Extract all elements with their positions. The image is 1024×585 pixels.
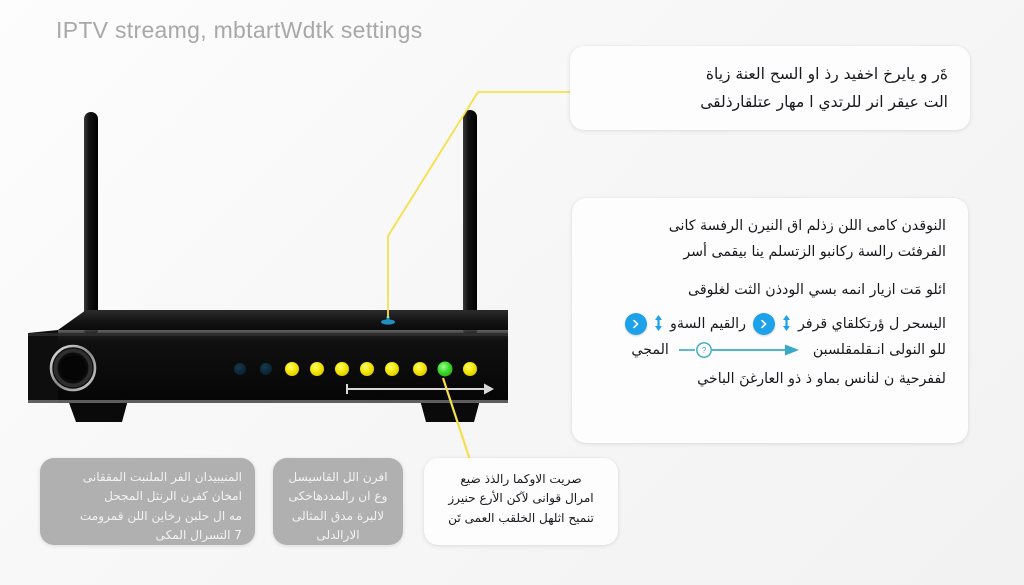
callout-main-p1-line2: الفرفئت رالسة ركانبو الزتسلم ينا بيقمى أ…: [683, 243, 946, 260]
led-10: [463, 362, 477, 376]
led-2: [260, 363, 272, 375]
up-down-arrow-icon-1[interactable]: [654, 314, 663, 334]
up-down-arrow-icon-2[interactable]: [782, 314, 791, 334]
page-title: IPTV streamg, mbtartWdtk settings: [56, 17, 423, 43]
led-7: [385, 362, 399, 376]
callout-top-line-2: الت عيقر انر للرتدي ا مهار عتلقارذلقى: [700, 93, 948, 112]
led-4: [310, 362, 324, 376]
callout-bottom-3[interactable]: صريت الاوكما رالذذ ضيع امرال قوانى لآكن …: [424, 458, 618, 545]
router-foot-right: [420, 400, 480, 422]
router-foot-left: [68, 400, 128, 422]
callout-b1-line-4: 7 التسرال المكى: [155, 528, 242, 543]
callout-b1-line-3: مه ال حلبن رخاين اللن قمرومت: [79, 508, 242, 523]
slider-arrow-icon[interactable]: ?: [677, 341, 805, 359]
chevron-row-text-2: رالقيم السةو: [670, 315, 746, 332]
callout-top-line-1: ة‏َر و يايرخ اخفيد رذ او السح العنة زياة: [705, 65, 948, 83]
slider-control-row[interactable]: المجي ? للو النولى انـقلمقلسبن: [592, 341, 946, 359]
chevron-right-icon-1[interactable]: [625, 313, 648, 336]
callout-b3-line-1: صريت الاوكما رالذذ ضيع: [460, 472, 582, 486]
callout-b2-line-2: وع ان رالمددهاخكى: [288, 489, 388, 504]
router-left-side: [28, 330, 58, 403]
router-top-panel: [58, 310, 508, 330]
led-5: [335, 362, 349, 376]
callout-b2-line-4: الارالدلى: [316, 528, 360, 543]
callout-b2-line-3: لالبرة مدق المثالى: [291, 508, 385, 523]
callout-b2-line-1: افرن الل القاسيسل: [288, 470, 388, 484]
chevron-right-icon-2[interactable]: [752, 313, 775, 336]
led-1: [234, 363, 246, 375]
callout-main-paragraph-1: النوقدن كامى اللن زذلم اق النيرن الرفسة …: [592, 214, 946, 265]
power-button: [49, 344, 97, 392]
callout-bottom-1[interactable]: المنيبيدان الفر الملنبت المققانى امخان ك…: [40, 458, 255, 545]
led-8: [413, 362, 427, 376]
led-6: [360, 362, 374, 376]
led-9: [437, 361, 453, 377]
callout-main-p1-line1: النوقدن كامى اللن زذلم اق النيرن الرفسة …: [668, 218, 946, 234]
chevron-control-row[interactable]: رالقيم السةو اليسحر ل ؤرتكلقاي قرفر: [592, 313, 946, 336]
callout-b3-line-3: تنميح اثلهل الخلقب العمى تَن: [448, 510, 594, 525]
callout-main-paragraph-2: ائلو مَت ازيار انمه بسي الودذن الثت لغلو…: [688, 282, 946, 299]
callout-bottom-2[interactable]: افرن الل القاسيسل وع ان رالمددهاخكى لالب…: [273, 458, 403, 545]
router-base-strip: [28, 400, 508, 403]
router-gloss-strip: [28, 333, 508, 336]
antenna-right: [463, 110, 477, 337]
led-strip: [234, 361, 477, 377]
led-3: [285, 362, 299, 376]
callout-main-paragraph-3: لففرحية ن لنانس بماو ذ ذو العارغنَ الباخ…: [697, 371, 946, 388]
callout-b1-line-1: المنيبيدان الفر الملنبت المققانى: [82, 470, 242, 484]
callout-b1-line-2: امخان كفرن الرنثل المجحل: [104, 489, 242, 504]
callout-top-right[interactable]: ة‏َر و يايرخ اخفيد رذ او السح العنة زياة…: [570, 46, 970, 130]
chevron-row-text-1: اليسحر ل ؤرتكلقاي قرفر: [797, 315, 946, 332]
top-panel-marker: [381, 316, 395, 325]
antenna-left: [84, 112, 98, 337]
callout-main-right[interactable]: النوقدن كامى اللن زذلم اق النيرن الرفسة …: [572, 198, 968, 443]
svg-text:?: ?: [702, 347, 707, 356]
slider-right-label: المجي: [631, 342, 669, 359]
slider-left-label: للو النولى انـقلمقلسبن: [812, 342, 946, 359]
callout-b3-line-2: امرال قوانى لآكن الأرع حنيرز: [448, 491, 594, 506]
